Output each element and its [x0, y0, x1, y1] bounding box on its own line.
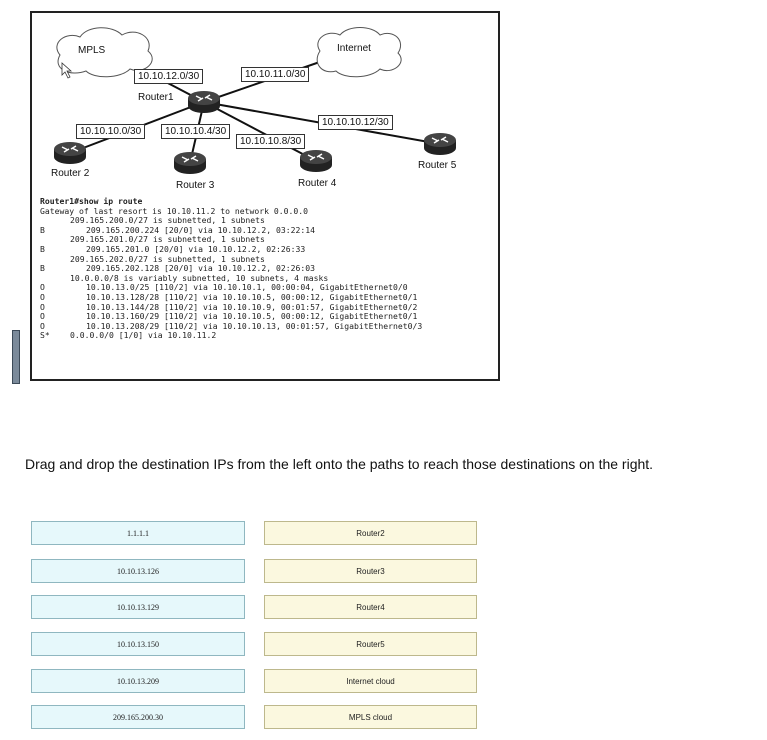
- route-code: O: [40, 291, 45, 302]
- router3-icon: [174, 152, 206, 174]
- mpls-cloud: [56, 27, 153, 78]
- side-marker: [12, 330, 20, 384]
- router5-icon: [424, 133, 456, 155]
- router1-icon: [188, 91, 220, 113]
- target-mpls-cloud[interactable]: MPLS cloud: [264, 705, 477, 729]
- route-code: O: [40, 311, 45, 322]
- link-r1-r4: [203, 101, 317, 162]
- cli-text: 209.165.200.0/27 is subnetted, 1 subnets: [70, 215, 265, 226]
- cli-line: 10.0.0.0/8 is variably subnetted, 10 sub…: [40, 272, 496, 284]
- router2-icon: [54, 142, 86, 164]
- cli-text: 10.10.13.144/28 [110/2] via 10.10.10.9, …: [86, 301, 418, 312]
- cli-text: Router1#show ip route: [40, 196, 143, 206]
- cli-line: S* 0.0.0.0/0 [1/0] via 10.10.11.2: [40, 331, 496, 341]
- source-ip-3[interactable]: 10.10.13.129: [31, 595, 245, 619]
- source-ip-2[interactable]: 10.10.13.126: [31, 559, 245, 583]
- cli-line: O 10.10.13.128/28 [110/2] via 10.10.10.5,…: [40, 291, 496, 303]
- route-code: B: [40, 263, 45, 274]
- cli-text: 10.10.13.160/29 [110/2] via 10.10.10.5, …: [86, 311, 418, 322]
- route-code: O: [40, 282, 45, 293]
- cli-line: Router1#show ip route: [40, 196, 496, 207]
- network-label-10-10-10-0: 10.10.10.0/30: [76, 124, 146, 139]
- mpls-cloud-label: MPLS: [78, 45, 106, 56]
- internet-cloud-label: Internet: [337, 43, 371, 54]
- cli-text: 209.165.202.128 [20/0] via 10.10.12.2, 0…: [86, 263, 316, 274]
- route-code: B: [40, 243, 45, 254]
- router4-icon: [300, 150, 332, 172]
- route-code: B: [40, 224, 45, 235]
- network-label-10-10-12-0: 10.10.12.0/30: [134, 69, 204, 84]
- network-label-10-10-10-8: 10.10.10.8/30: [236, 134, 306, 149]
- target-router5[interactable]: Router5: [264, 632, 477, 656]
- router5-label: Router 5: [418, 160, 457, 171]
- cli-text: 10.10.13.208/29 [110/2] via 10.10.10.13,…: [86, 320, 423, 331]
- cli-text: 10.0.0.0/8 is variably subnetted, 10 sub…: [70, 272, 329, 283]
- target-router4[interactable]: Router4: [264, 595, 477, 619]
- cli-line: B 209.165.200.224 [20/0] via 10.10.12.2, …: [40, 224, 496, 236]
- cli-line: O 10.10.13.208/29 [110/2] via 10.10.10.13…: [40, 320, 496, 332]
- cli-text: 10.10.13.128/28 [110/2] via 10.10.10.5, …: [86, 291, 418, 302]
- router3-label: Router 3: [176, 180, 215, 191]
- route-code: S*: [40, 330, 50, 341]
- cli-line: B 209.165.201.0 [20/0] via 10.10.12.2, 02…: [40, 243, 496, 255]
- cli-text: 209.165.201.0 [20/0] via 10.10.12.2, 02:…: [86, 243, 306, 254]
- network-label-10-10-11-0: 10.10.11.0/30: [241, 67, 310, 82]
- cli-text: 209.165.201.0/27 is subnetted, 1 subnets: [70, 234, 265, 245]
- router4-label: Router 4: [298, 178, 337, 189]
- network-topology-exhibit: MPLS Internet 10.10.12.0/30 10.10.11.0/3…: [30, 11, 500, 381]
- router1-label: Router1: [138, 92, 174, 103]
- source-ip-1[interactable]: 1.1.1.1: [31, 521, 245, 545]
- cli-line: 209.165.201.0/27 is subnetted, 1 subnets: [40, 235, 496, 245]
- cli-line: 209.165.202.0/27 is subnetted, 1 subnets: [40, 253, 496, 265]
- network-label-10-10-10-4: 10.10.10.4/30: [161, 124, 231, 139]
- target-router3[interactable]: Router3: [264, 559, 477, 583]
- target-internet-cloud[interactable]: Internet cloud: [264, 669, 477, 693]
- cli-text: 209.165.200.224 [20/0] via 10.10.12.2, 0…: [86, 224, 316, 235]
- cli-line: O 10.10.13.0/25 [110/2] via 10.10.10.1, 0…: [40, 283, 496, 293]
- cli-text: 209.165.202.0/27 is subnetted, 1 subnets: [70, 253, 265, 264]
- target-router2[interactable]: Router2: [264, 521, 477, 545]
- cli-text: 0.0.0.0/0 [1/0] via 10.10.11.2: [70, 330, 217, 341]
- route-code: O: [40, 301, 45, 312]
- cursor-icon: [61, 62, 73, 79]
- cli-line: O 10.10.13.144/28 [110/2] via 10.10.10.9,…: [40, 301, 496, 313]
- internet-cloud: [316, 27, 402, 78]
- source-ip-5[interactable]: 10.10.13.209: [31, 669, 245, 693]
- cli-line: Gateway of last resort is 10.10.11.2 to …: [40, 205, 496, 217]
- instruction-text: Drag and drop the destination IPs from t…: [25, 456, 654, 472]
- cli-line: B 209.165.202.128 [20/0] via 10.10.12.2, …: [40, 263, 496, 274]
- source-ip-4[interactable]: 10.10.13.150: [31, 632, 245, 656]
- source-ip-6[interactable]: 209.165.200.30: [31, 705, 245, 729]
- cli-text: Gateway of last resort is 10.10.11.2 to …: [40, 205, 309, 216]
- cli-line: O 10.10.13.160/29 [110/2] via 10.10.10.5,…: [40, 311, 496, 322]
- network-label-10-10-10-12: 10.10.10.12/30: [318, 115, 393, 130]
- router-icons: [54, 91, 456, 174]
- router2-label: Router 2: [51, 168, 90, 179]
- cli-line: 209.165.200.0/27 is subnetted, 1 subnets: [40, 215, 496, 226]
- topology-diagram: [54, 27, 456, 174]
- route-code: O: [40, 320, 45, 331]
- cli-text: 10.10.13.0/25 [110/2] via 10.10.10.1, 00…: [86, 282, 408, 293]
